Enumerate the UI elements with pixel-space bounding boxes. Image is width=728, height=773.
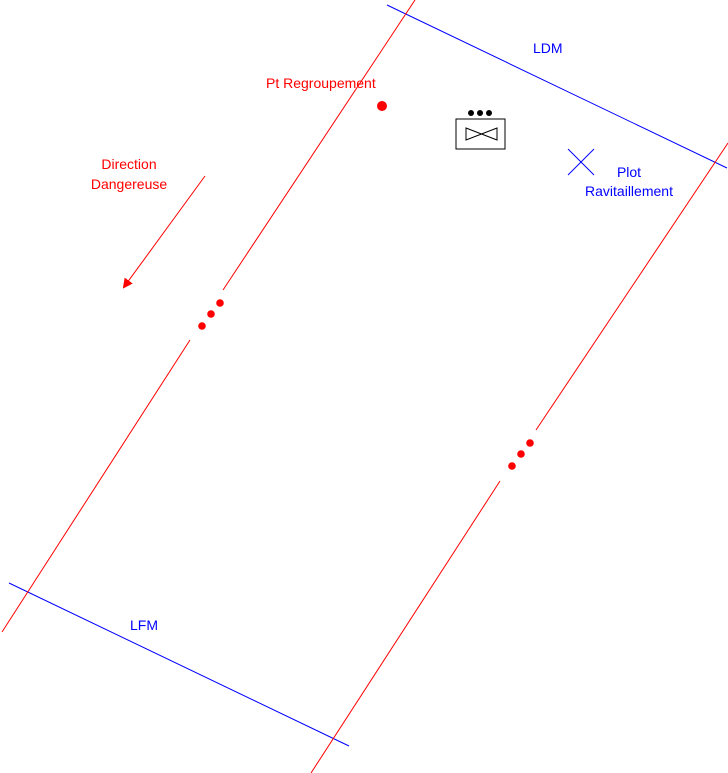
left-boundary-upper — [222, 0, 416, 291]
plot-label-line2: Ravitaillement — [585, 183, 673, 199]
lfm-label: LFM — [130, 617, 158, 633]
lfm-line — [8, 582, 350, 747]
right-boundary-upper — [535, 142, 728, 431]
ldm-label: LDM — [533, 40, 563, 56]
direction-label-line1: Direction — [101, 156, 156, 172]
direction-label-line2: Dangereuse — [91, 176, 167, 192]
firing-post-icon — [455, 110, 506, 150]
ldm-line — [386, 4, 728, 169]
ravitaillement-plot-icon — [567, 148, 595, 176]
plot-label-line1: Plot — [617, 164, 641, 180]
direction-arrow-icon — [122, 175, 206, 289]
right-boundary-lower — [310, 480, 501, 773]
regroupement-label: Pt Regroupement — [266, 75, 376, 91]
right-continuation-dots — [508, 439, 534, 470]
left-boundary-lower — [1, 339, 191, 633]
regroupement-point-icon — [377, 101, 387, 111]
left-continuation-dots — [198, 299, 224, 330]
